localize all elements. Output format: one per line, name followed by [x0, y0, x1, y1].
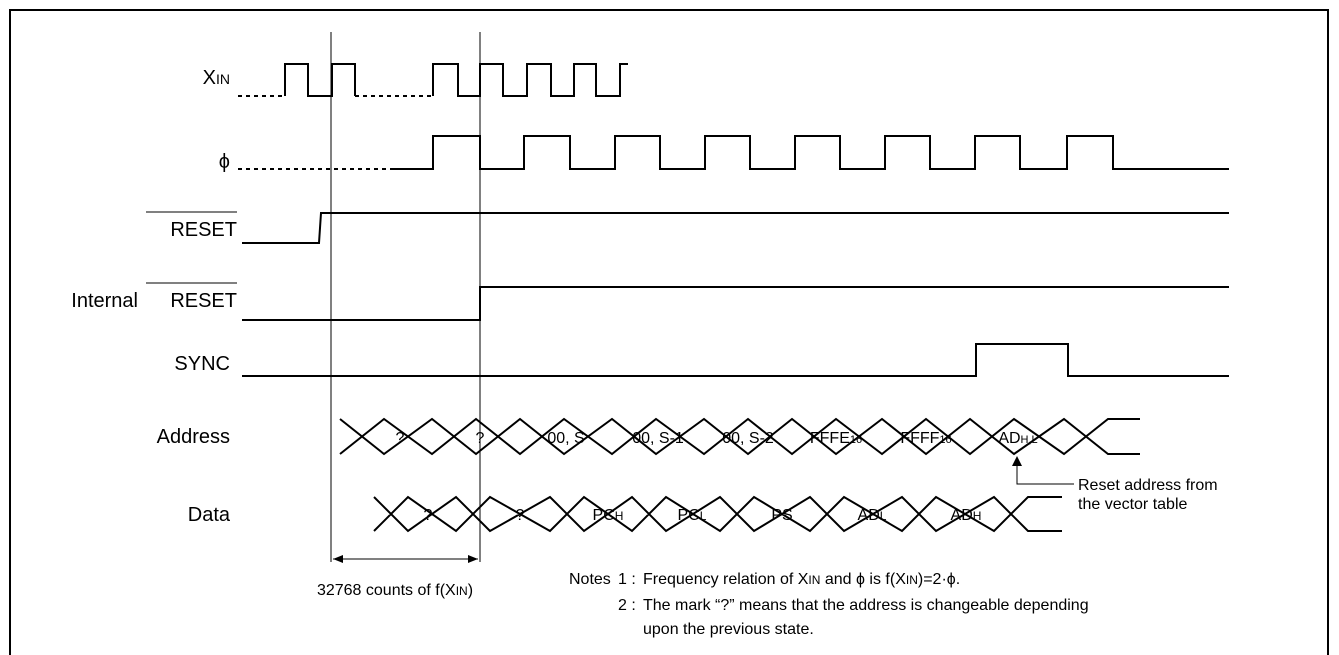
phi-waveform [390, 135, 1229, 170]
note-2-number: 2 : [618, 597, 636, 614]
data-value-1: ? [424, 507, 433, 524]
data-bus-values: ? ? PCH PCL PS ADL ADH [424, 507, 982, 524]
note-2-line2: upon the previous state. [643, 621, 814, 638]
data-value-4: PCL [678, 507, 707, 524]
data-value-6: ADL [858, 507, 887, 524]
counts-arrow-left [333, 555, 343, 563]
xin-waveform-1 [284, 63, 356, 97]
address-value-8: ADH,L [998, 430, 1037, 447]
note-1-text: Frequency relation of XIN and ϕ is f(XIN… [643, 571, 960, 588]
counts-arrow-right [468, 555, 478, 563]
reset-address-arrow [1012, 456, 1022, 466]
sync-waveform [242, 343, 1229, 377]
internal-reset-label: RESET [170, 290, 237, 312]
xin-label: XIN [203, 67, 230, 89]
sync-label: SYNC [174, 353, 230, 375]
address-value-1: ? [396, 430, 405, 447]
phi-label: ϕ [219, 151, 230, 173]
data-value-2: ? [516, 507, 525, 524]
counts-label: 32768 counts of f(XIN) [317, 582, 473, 599]
xin-waveform-2 [432, 63, 628, 97]
address-value-7: FFFF16 [900, 430, 951, 447]
data-label: Data [188, 504, 231, 526]
data-value-5: PS [771, 507, 792, 524]
reset-address-leader [1016, 458, 1074, 485]
note-1-number: 1 : [618, 571, 636, 588]
internal-reset-waveform [242, 286, 1229, 321]
data-bus-outline [373, 495, 1062, 533]
reset-label: RESET [170, 219, 237, 241]
reset-address-note-line1: Reset address from [1078, 477, 1218, 494]
address-label: Address [157, 426, 230, 448]
reset-address-note-line2: the vector table [1078, 496, 1188, 513]
address-value-3: 00, S [547, 430, 584, 447]
data-value-7: ADH [951, 507, 982, 524]
internal-reset-prefix: Internal [71, 290, 138, 312]
notes-heading: Notes [569, 571, 611, 588]
address-value-2: ? [476, 430, 485, 447]
address-bus-values: ? ? 00, S 00, S-1 00, S-2 FFFE16 FFFF16 … [396, 430, 1038, 447]
reset-waveform [242, 212, 1229, 244]
note-2-line1: The mark “?” means that the address is c… [643, 597, 1089, 614]
address-value-4: 00, S-1 [632, 430, 684, 447]
address-bus-outline [339, 417, 1140, 456]
address-value-5: 00, S-2 [722, 430, 774, 447]
diagram-frame [9, 9, 1329, 655]
address-value-6: FFFE16 [810, 430, 862, 447]
data-value-3: PCH [593, 507, 624, 524]
